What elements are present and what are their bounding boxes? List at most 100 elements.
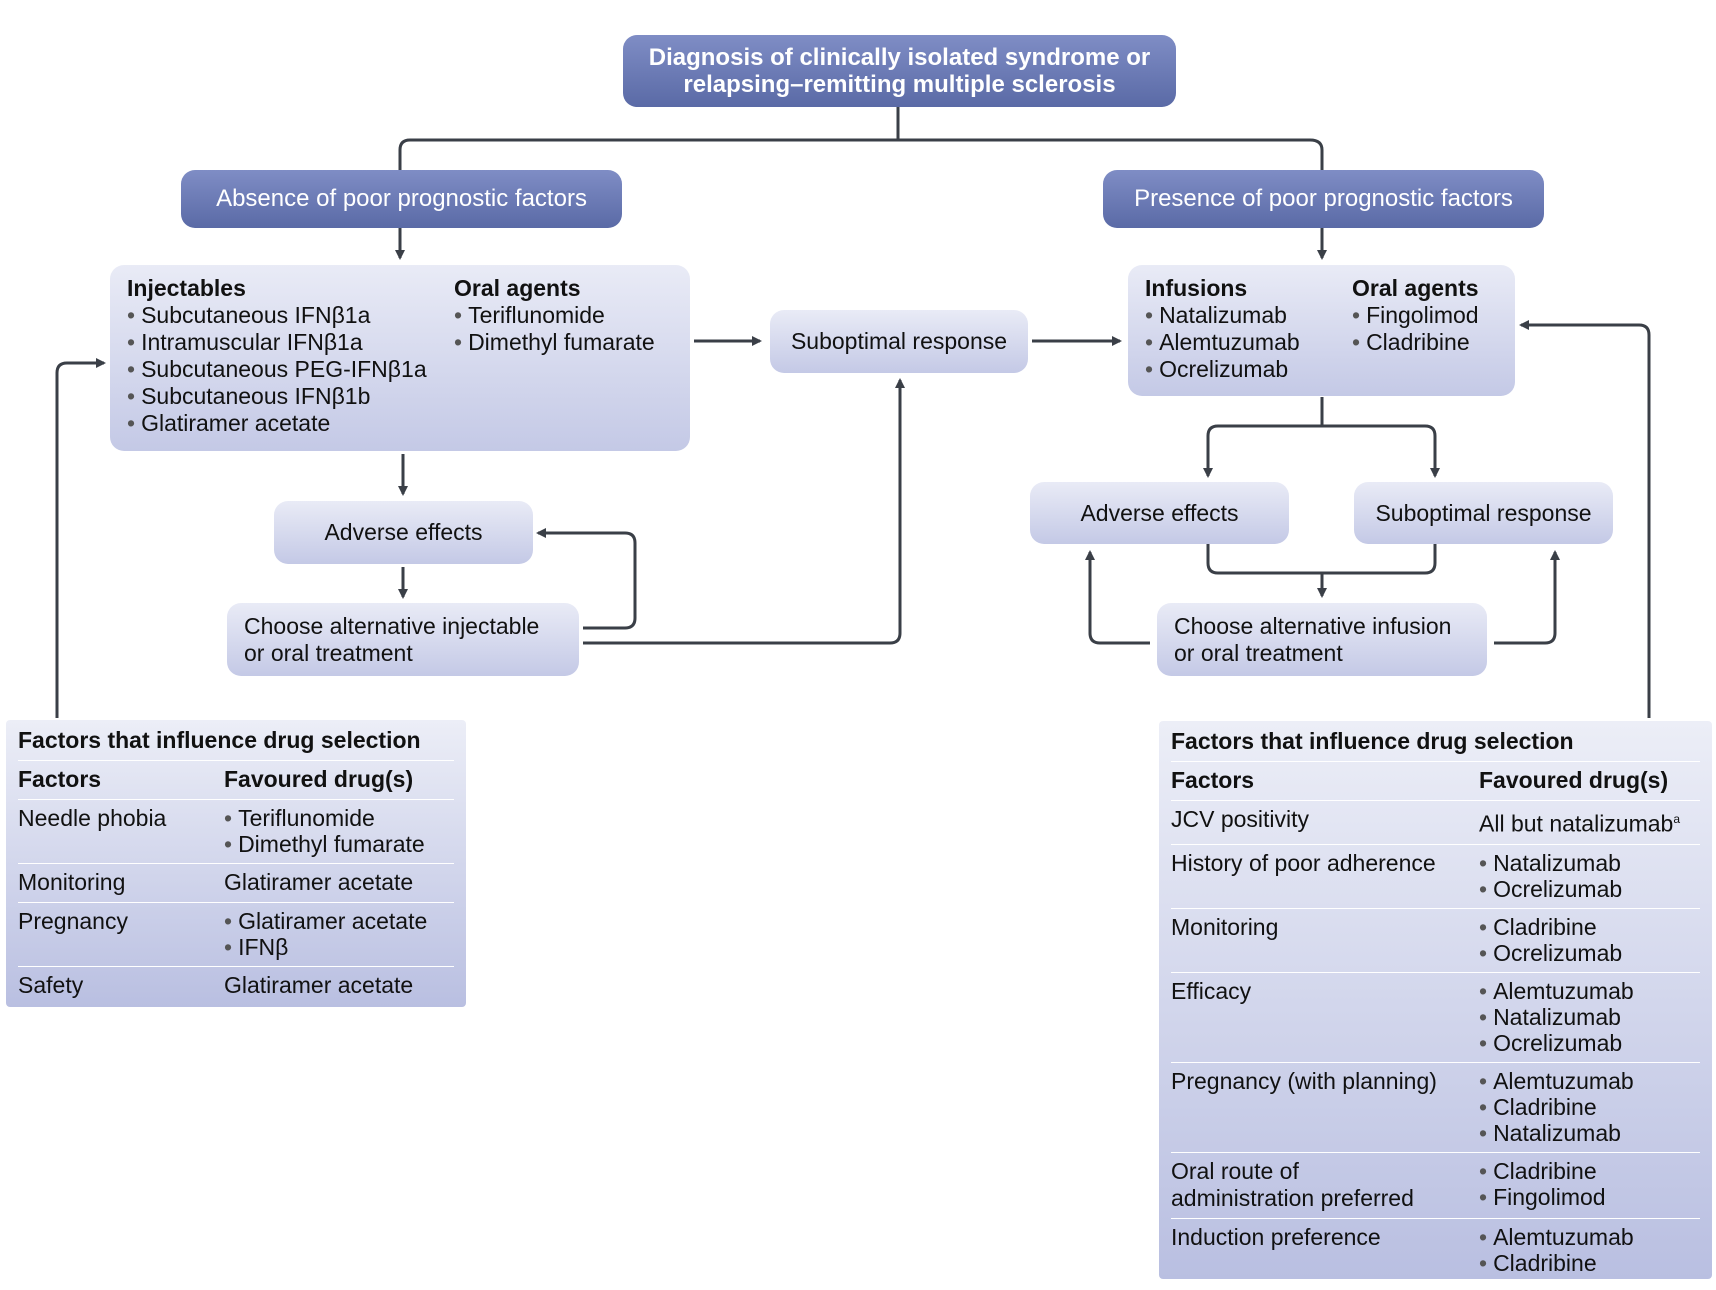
table-row: Induction preference Alemtuzumab Cladrib… xyxy=(1171,1219,1700,1282)
left-col-drugs: Favoured drug(s) xyxy=(224,766,414,792)
right-alternative-label: Choose alternative infusion or oral trea… xyxy=(1174,612,1452,666)
drugs-cell: Glatiramer acetate xyxy=(224,869,414,895)
drug-item: Alemtuzumab xyxy=(1479,1224,1634,1250)
left-adverse-effects: Adverse effects xyxy=(274,501,533,564)
injectable-item: Subcutaneous IFNβ1a xyxy=(127,302,427,329)
table-row: Safety Glatiramer acetate xyxy=(18,967,454,1005)
right-adverse-effects: Adverse effects xyxy=(1030,482,1289,544)
table-row: Pregnancy (with planning) Alemtuzumab Cl… xyxy=(1171,1063,1700,1153)
right-treatments-box: Infusions Natalizumab Alemtuzumab Ocreli… xyxy=(1128,265,1515,396)
left-treatments-box: Injectables Subcutaneous IFNβ1a Intramus… xyxy=(110,265,690,451)
injectable-item: Subcutaneous PEG-IFNβ1a xyxy=(127,356,427,383)
infusions-column: Infusions Natalizumab Alemtuzumab Ocreli… xyxy=(1145,275,1300,383)
table-row: Monitoring Glatiramer acetate xyxy=(18,864,454,903)
infusions-title: Infusions xyxy=(1145,275,1248,301)
right-group-header-label: Presence of poor prognostic factors xyxy=(1134,185,1513,212)
drugs-cell: Alemtuzumab Cladribine xyxy=(1479,1224,1634,1276)
arrow-table-to-right xyxy=(1519,320,1651,718)
oral-agent-item: Teriflunomide xyxy=(454,302,655,329)
table-row: History of poor adherence Natalizumab Oc… xyxy=(1171,845,1700,909)
injectable-item: Intramuscular IFNβ1a xyxy=(127,329,427,356)
drugs-cell: Glatiramer acetate xyxy=(224,972,414,998)
drugs-cell: All but natalizumaba xyxy=(1479,806,1680,838)
right-oral-agents-column: Oral agents Fingolimod Cladribine xyxy=(1352,275,1479,356)
factor-cell: Monitoring xyxy=(1171,913,1279,940)
drug-item: Ocrelizumab xyxy=(1479,876,1622,902)
left-table-title: Factors that influence drug selection xyxy=(18,726,454,761)
drug-item: Cladribine xyxy=(1479,914,1622,940)
left-group-header: Absence of poor prognostic factors xyxy=(181,170,622,228)
table-row: Monitoring Cladribine Ocrelizumab xyxy=(1171,909,1700,973)
oral-agent-item: Dimethyl fumarate xyxy=(454,329,655,356)
drug-item: Teriflunomide xyxy=(224,805,425,831)
drug-item: Cladribine xyxy=(1479,1250,1634,1276)
right-col-factors: Factors xyxy=(1171,767,1255,793)
drugs-cell: Teriflunomide Dimethyl fumarate xyxy=(224,805,425,857)
left-table-header-row: Factors Favoured drug(s) xyxy=(18,761,454,800)
right-oral-agents-title: Oral agents xyxy=(1352,275,1479,301)
right-group-header: Presence of poor prognostic factors xyxy=(1103,170,1544,228)
split-line xyxy=(398,107,1324,170)
left-alternative-label: Choose alternative injectable or oral tr… xyxy=(244,612,540,666)
drugs-cell: Cladribine Ocrelizumab xyxy=(1479,914,1622,966)
factor-cell: Efficacy xyxy=(1171,977,1252,1004)
arrow-alt-to-suboptimal xyxy=(583,378,905,645)
right-alternative-treatment: Choose alternative infusion or oral trea… xyxy=(1157,603,1487,676)
drug-item: Dimethyl fumarate xyxy=(224,831,425,857)
drug-item: Ocrelizumab xyxy=(1479,940,1622,966)
left-factors-table: Factors that influence drug selection Fa… xyxy=(6,720,466,1007)
infusion-item: Alemtuzumab xyxy=(1145,329,1300,356)
right-table-header-row: Factors Favoured drug(s) xyxy=(1171,762,1700,801)
left-adverse-label: Adverse effects xyxy=(324,519,483,545)
left-col-factors: Factors xyxy=(18,766,102,792)
drug-item: Fingolimod xyxy=(1479,1184,1606,1210)
drug-item: IFNβ xyxy=(224,934,427,960)
diagnosis-title-box: Diagnosis of clinically isolated syndrom… xyxy=(623,35,1176,107)
drug-item: Glatiramer acetate xyxy=(224,908,427,934)
drugs-cell: Alemtuzumab Natalizumab Ocrelizumab xyxy=(1479,978,1634,1056)
oral-agent-item: Fingolimod xyxy=(1352,302,1479,329)
table-row: Needle phobia Teriflunomide Dimethyl fum… xyxy=(18,800,454,864)
drug-item: Alemtuzumab xyxy=(1479,978,1634,1004)
oral-agent-item: Cladribine xyxy=(1352,329,1479,356)
right-adverse-label: Adverse effects xyxy=(1080,499,1239,526)
drugs-cell: Alemtuzumab Cladribine Natalizumab xyxy=(1479,1068,1634,1146)
right-suboptimal-response: Suboptimal response xyxy=(1354,482,1613,544)
infusion-item: Ocrelizumab xyxy=(1145,356,1300,383)
injectable-item: Subcutaneous IFNβ1b xyxy=(127,383,427,410)
drugs-cell: Natalizumab Ocrelizumab xyxy=(1479,850,1622,902)
injectables-column: Injectables Subcutaneous IFNβ1a Intramus… xyxy=(127,275,427,437)
drug-item: Cladribine xyxy=(1479,1094,1634,1120)
factor-cell: Needle phobia xyxy=(18,805,167,831)
right-col-drugs: Favoured drug(s) xyxy=(1479,767,1669,793)
arrow-alt-to-adverse xyxy=(536,528,637,630)
table-row: JCV positivity All but natalizumaba xyxy=(1171,801,1700,845)
drugs-cell: Cladribine Fingolimod xyxy=(1479,1158,1606,1212)
footnote-marker: a xyxy=(1673,812,1681,826)
right-suboptimal-label: Suboptimal response xyxy=(1375,499,1592,526)
factor-cell: Oral route of administration preferred xyxy=(1171,1157,1414,1211)
infusion-item: Natalizumab xyxy=(1145,302,1300,329)
left-oral-agents-title: Oral agents xyxy=(454,275,581,301)
drug-item: Natalizumab xyxy=(1479,850,1622,876)
table-row: Oral route of administration preferred C… xyxy=(1171,1153,1700,1219)
left-alternative-treatment: Choose alternative injectable or oral tr… xyxy=(227,603,579,676)
middle-suboptimal-response: Suboptimal response xyxy=(770,310,1028,373)
arrow-right-alt-to-suboptimal xyxy=(1494,550,1560,645)
drug-item: Natalizumab xyxy=(1479,1004,1634,1030)
middle-suboptimal-label: Suboptimal response xyxy=(790,328,1008,354)
arrow-right-alt-to-adverse xyxy=(1085,550,1150,645)
table-row: Efficacy Alemtuzumab Natalizumab Ocreliz… xyxy=(1171,973,1700,1063)
factor-cell: Induction preference xyxy=(1171,1223,1381,1250)
factor-cell: Monitoring xyxy=(18,869,126,895)
drugs-cell: Glatiramer acetate IFNβ xyxy=(224,908,427,960)
right-factors-table: Factors that influence drug selection Fa… xyxy=(1159,721,1712,1279)
split-right xyxy=(1206,397,1435,476)
injectable-item: Glatiramer acetate xyxy=(127,410,427,437)
left-group-header-label: Absence of poor prognostic factors xyxy=(216,185,587,212)
drug-item: Cladribine xyxy=(1479,1158,1606,1184)
diagnosis-title: Diagnosis of clinically isolated syndrom… xyxy=(648,44,1151,98)
factor-cell: Pregnancy (with planning) xyxy=(1171,1067,1437,1094)
drug-item: Natalizumab xyxy=(1479,1120,1634,1146)
